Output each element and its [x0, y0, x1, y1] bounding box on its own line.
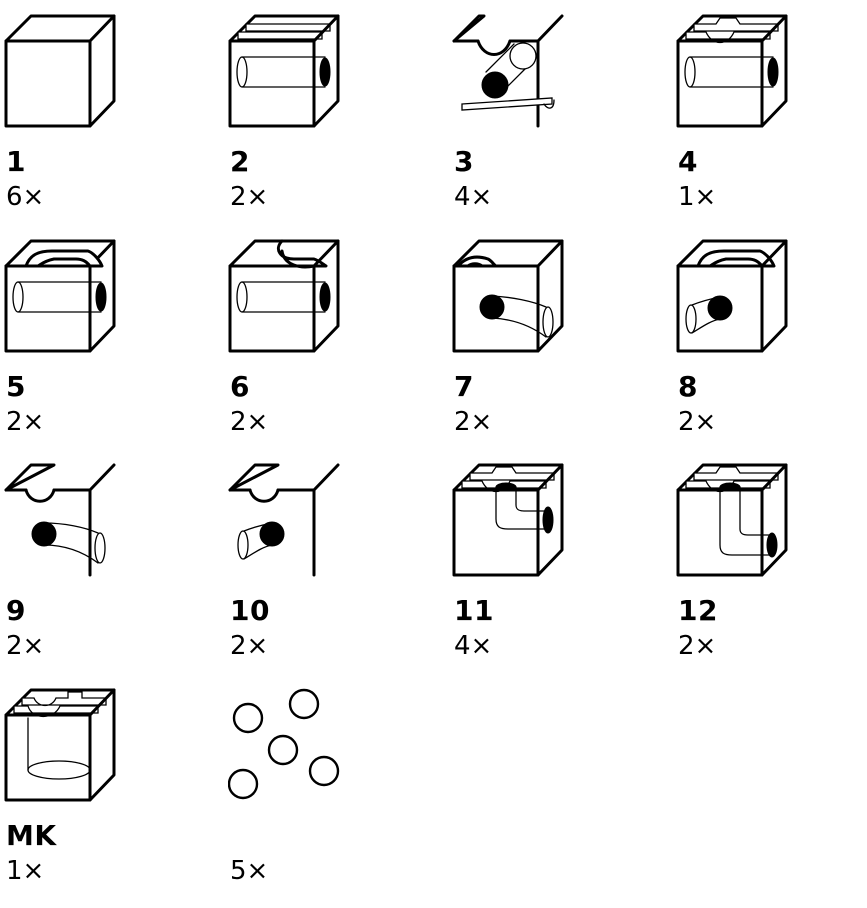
part-quantity: 2×	[230, 407, 269, 437]
marble	[267, 734, 299, 766]
part-quantity: 1×	[678, 182, 717, 212]
part-quantity: 2×	[230, 631, 269, 661]
part-number: 11	[454, 594, 494, 627]
part-number: 10	[230, 594, 270, 627]
part-1: 1 6×	[4, 14, 204, 234]
part-number: 7	[454, 370, 474, 403]
part-10: 10 2×	[228, 463, 428, 683]
part-3: 3 4×	[452, 14, 652, 234]
marble	[232, 702, 264, 734]
groove-corner-cube-icon	[228, 463, 340, 577]
part-number: 12	[678, 594, 718, 627]
plain-cube-icon	[4, 14, 116, 128]
marble	[308, 755, 340, 787]
part-9: 9 2×	[4, 463, 204, 683]
part-quantity: 6×	[6, 182, 45, 212]
part-8: 8 2×	[676, 239, 867, 459]
part-5: 5 2×	[4, 239, 204, 459]
part-number: 9	[6, 594, 26, 627]
part-quantity: 5×	[230, 856, 269, 886]
part-quantity: 1×	[6, 856, 45, 886]
part-quantity: 2×	[6, 631, 45, 661]
part-number: 8	[678, 370, 698, 403]
marbles: 5×	[228, 688, 428, 908]
part-6: 6 2×	[228, 239, 428, 459]
part-quantity: 2×	[230, 182, 269, 212]
part-quantity: 4×	[454, 182, 493, 212]
part-quantity: 2×	[678, 631, 717, 661]
straight-tunnel-cube-icon	[228, 14, 340, 128]
part-11: 11 4×	[452, 463, 652, 683]
diagonal-tunnel-cube-icon	[452, 14, 564, 128]
part-number: 3	[454, 145, 474, 178]
part-number: 5	[6, 370, 26, 403]
notch-tunnel-cube-icon	[228, 239, 340, 353]
part-quantity: 2×	[6, 407, 45, 437]
groove-tunnel-cube-icon	[4, 463, 116, 577]
curve-tunnel-cube-icon	[4, 239, 116, 353]
drop-tunnel-cube-icon	[452, 463, 564, 577]
part-number: 4	[678, 145, 698, 178]
vertical-drop-cube-icon	[4, 688, 116, 802]
part-4: 4 1×	[676, 14, 867, 234]
part-number: 6	[230, 370, 250, 403]
part-2: 2 2×	[228, 14, 428, 234]
cross-tunnel-cube-icon	[676, 14, 788, 128]
part-number: MK	[6, 819, 57, 852]
deep-drop-tunnel-cube-icon	[676, 463, 788, 577]
corner-tunnel-cube-icon	[452, 239, 564, 353]
part-number: 2	[230, 145, 250, 178]
marble	[288, 688, 320, 720]
marble	[228, 768, 259, 800]
part-quantity: 2×	[454, 407, 493, 437]
part-7: 7 2×	[452, 239, 652, 459]
part-number: 1	[6, 145, 26, 178]
part-quantity: 2×	[678, 407, 717, 437]
corner-curve-cube-icon	[676, 239, 788, 353]
part-12: 12 2×	[676, 463, 867, 683]
part-quantity: 4×	[454, 631, 493, 661]
marbles-icon	[228, 688, 340, 800]
part-mk: MK 1×	[4, 688, 204, 908]
